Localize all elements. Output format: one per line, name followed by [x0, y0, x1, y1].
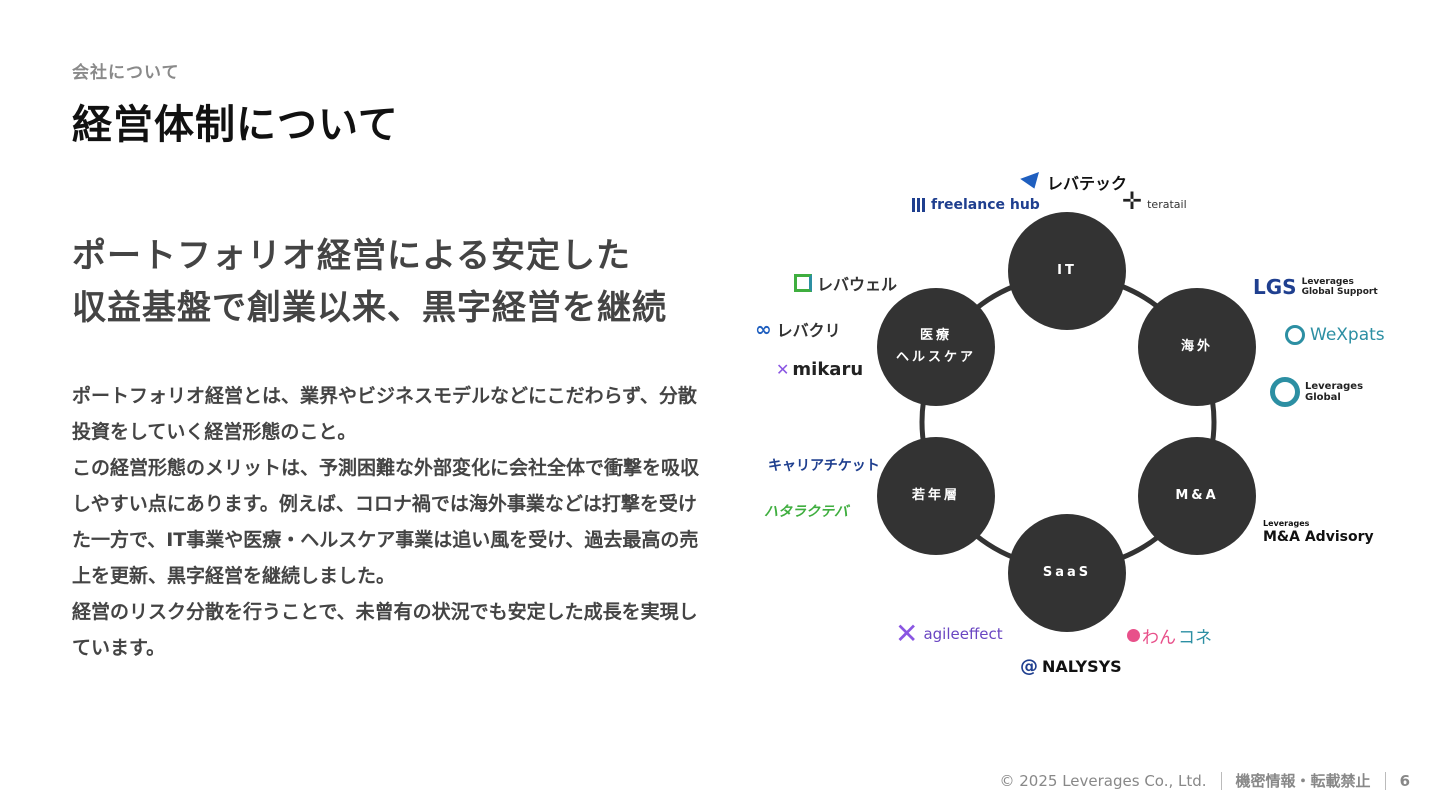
lgs-logo-mark: LGS: [1253, 275, 1297, 299]
copyright: © 2025 Leverages Co., Ltd.: [999, 771, 1207, 790]
brand-leverages-global-support: LGS Leverages Global Support: [1253, 275, 1378, 299]
body-paragraph-3: 経営のリスク分散を行うことで、未曾有の状況でも安定した成長を実現しています。: [72, 601, 698, 659]
headline-line-1: ポートフォリオ経営による安定した: [72, 236, 631, 276]
wexpats-logo-text: WeXpats: [1310, 325, 1385, 345]
leverages-ma-name-line-1: Leverages: [1263, 519, 1310, 528]
body-text: ポートフォリオ経営とは、業界やビジネスモデルなどにこだわらず、分散投資をしていく…: [72, 378, 702, 666]
levwell-logo-text: レバウェル: [817, 275, 898, 294]
levtech-check-icon: [1020, 172, 1044, 192]
brand-agile-effect: ✕ agileeffect: [895, 620, 1003, 648]
lgs-name-line-1: Leverages: [1301, 277, 1354, 287]
eyebrow-label: 会社について: [72, 63, 180, 83]
wankone-pawprint-icon: [1127, 629, 1140, 642]
brand-wexpats: WeXpats: [1285, 325, 1385, 345]
headline: ポートフォリオ経営による安定した 収益基盤で創業以来、黒字経営を継続: [72, 230, 667, 334]
levkuri-link-icon: ∞: [755, 317, 772, 341]
brand-wankone: わん コネ: [1127, 623, 1212, 648]
levkuri-logo-text: レバクリ: [776, 321, 841, 340]
teratail-logo-text: teratail: [1147, 197, 1187, 211]
freelance-hub-grid-icon: [912, 198, 926, 212]
leverages-global-name-line-1: Leverages: [1305, 381, 1364, 392]
lgs-name-line-2: Global Support: [1301, 287, 1378, 297]
brand-levkuri: ∞ レバクリ: [755, 317, 841, 341]
brand-levtech: レバテック: [1020, 170, 1128, 194]
segment-youth: 若年層: [877, 437, 995, 555]
body-paragraph-1: ポートフォリオ経営とは、業界やビジネスモデルなどにこだわらず、分散投資をしていく…: [72, 385, 697, 443]
leverages-global-name: Leverages Global: [1305, 381, 1363, 403]
brand-leverages-ma-advisory: Leverages M&A Advisory: [1263, 519, 1374, 545]
globe-icon: [1285, 325, 1305, 345]
agile-effect-x-icon: ✕: [895, 617, 919, 650]
wankone-logo-text-a: わん: [1142, 628, 1176, 648]
brand-leverages-global: Leverages Global: [1270, 377, 1363, 407]
segment-ma: M&A: [1138, 437, 1256, 555]
levwell-frame-icon: [794, 274, 812, 292]
segment-saas: SaaS: [1008, 514, 1126, 632]
body-paragraph-2: この経営形態のメリットは、予測困難な外部変化に会社全体で衝撃を吸収しやすい点にあ…: [72, 457, 700, 587]
portfolio-diagram: IT 海外 M&A SaaS 若年層 医療 ヘルスケア レバテック freela…: [750, 165, 1390, 685]
levtech-logo-text: レバテック: [1047, 174, 1128, 193]
brand-mikaru: ✕ mikaru: [776, 359, 863, 380]
brand-nalysys: @ NALYSYS: [1020, 656, 1122, 677]
nalysys-at-icon: @: [1020, 656, 1038, 677]
brand-freelance-hub: freelance hub: [912, 197, 1040, 213]
agile-effect-logo-text: agileeffect: [923, 625, 1003, 643]
brand-levwell: レバウェル: [794, 271, 897, 295]
lgs-name: Leverages Global Support: [1302, 277, 1378, 297]
hatarakuteba-logo-text: ハタラクテバ: [764, 504, 848, 520]
freelance-hub-logo-text: freelance hub: [931, 197, 1040, 213]
brand-teratail: ✛ teratail: [1122, 187, 1187, 215]
mikaru-logo-text: mikaru: [792, 359, 864, 380]
footer: © 2025 Leverages Co., Ltd. 機密情報・転載禁止 6: [999, 770, 1410, 791]
leverages-global-name-line-2: Global: [1305, 392, 1341, 403]
wankone-logo-text-b: コネ: [1178, 628, 1212, 648]
brand-hatarakuteba: ハタラクテバ: [764, 501, 848, 521]
career-ticket-logo-text: キャリアチケット: [768, 458, 880, 474]
page-title: 経営体制について: [72, 102, 399, 148]
confidential-notice: 機密情報・転載禁止: [1235, 772, 1371, 790]
mikaru-x-icon: ✕: [776, 360, 790, 379]
segment-it: IT: [1008, 212, 1126, 330]
leverages-global-mark-icon: [1270, 377, 1300, 407]
leverages-ma-name-line-2: M&A Advisory: [1263, 529, 1374, 545]
footer-divider: [1384, 771, 1386, 790]
brand-career-ticket: キャリアチケット: [768, 455, 880, 475]
footer-divider: [1220, 771, 1222, 790]
segment-overseas: 海外: [1138, 288, 1256, 406]
page-number: 6: [1399, 771, 1410, 790]
nalysys-logo-text: NALYSYS: [1042, 657, 1122, 676]
segment-medical: 医療 ヘルスケア: [877, 288, 995, 406]
headline-line-2: 収益基盤で創業以来、黒字経営を継続: [72, 288, 667, 328]
teratail-cross-icon: ✛: [1122, 187, 1143, 215]
